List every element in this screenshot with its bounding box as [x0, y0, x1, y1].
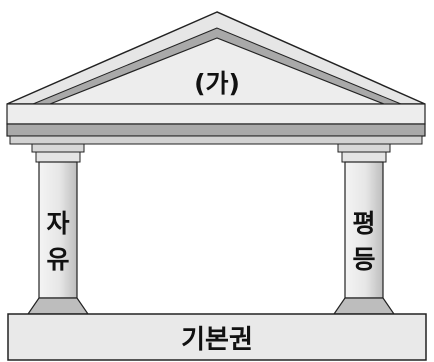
pillar-right-shaft: [344, 161, 384, 299]
pillar-right-char-2: 등: [352, 245, 375, 274]
pillar-left-base: [26, 297, 90, 315]
pillar-right-capital: [337, 143, 391, 153]
pillar-right-base: [332, 297, 396, 315]
pillar-left-capital: [31, 143, 85, 153]
foundation: 기본권: [7, 313, 427, 361]
entablature-bottom: [9, 135, 423, 145]
pillar-left: 자 유: [26, 143, 90, 315]
foundation-block: [7, 313, 427, 361]
pillar-left-char-1: 자: [46, 209, 69, 238]
pillar-left-capital-neck: [35, 151, 81, 163]
entablature-mid: [6, 123, 426, 137]
pediment-label: (가): [194, 69, 240, 98]
pillar-right: 평 등: [332, 143, 396, 315]
foundation-label: 기본권: [181, 325, 253, 355]
pillar-right-capital-neck: [341, 151, 387, 163]
pediment: (가): [6, 11, 426, 105]
pillar-right-char-1: 평: [352, 209, 375, 238]
pillar-left-char-2: 유: [46, 245, 69, 274]
entablature-top: [6, 103, 426, 125]
entablature: [6, 103, 426, 145]
